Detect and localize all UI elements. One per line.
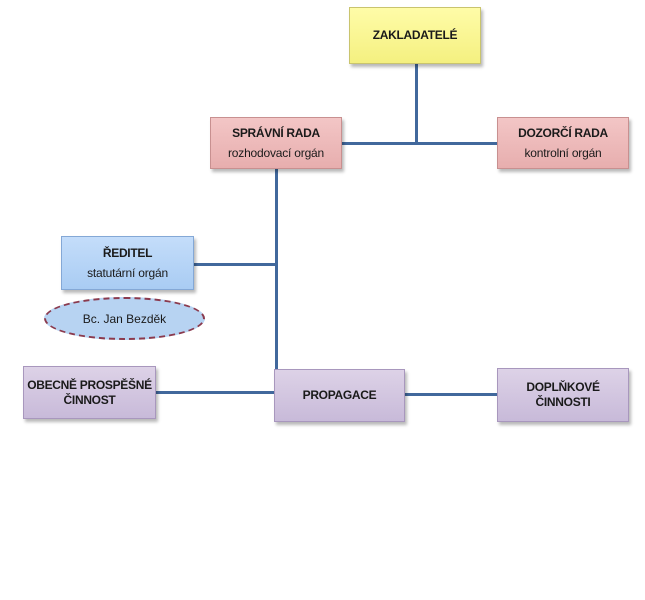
connector-reditel	[194, 263, 277, 266]
node-obecne-line2: ČINNOST	[63, 392, 116, 407]
node-doplnkove-line2: ČINNOSTI	[535, 395, 591, 409]
connector-obecne	[156, 391, 276, 394]
node-reditel: ŘEDITEL statutární orgán	[61, 236, 194, 290]
node-propagace-title: PROPAGACE	[302, 388, 377, 402]
node-zakladatele-title: ZAKLADATELÉ	[372, 28, 458, 42]
node-dozorci-rada-title: DOZORČÍ RADA	[518, 125, 608, 140]
node-reditel-title: ŘEDITEL	[102, 245, 153, 260]
node-propagace: PROPAGACE	[274, 369, 405, 422]
connector-spravni-down	[275, 169, 278, 369]
node-doplnkove: DOPLŇKOVÉ ČINNOSTI	[497, 368, 629, 422]
node-obecne-prospesne: OBECNĚ PROSPĚŠNÉ ČINNOST	[23, 366, 156, 419]
connector-doplnkove	[405, 393, 498, 396]
node-zakladatele: ZAKLADATELÉ	[349, 7, 481, 64]
node-reditel-subtitle: statutární orgán	[87, 265, 168, 280]
node-spravni-rada: SPRÁVNÍ RADA rozhodovací orgán	[210, 117, 342, 169]
node-obecne-line1: OBECNĚ PROSPĚŠNÉ	[27, 377, 152, 392]
node-spravni-rada-subtitle: rozhodovací orgán	[228, 145, 324, 160]
node-dozorci-rada: DOZORČÍ RADA kontrolní orgán	[497, 117, 629, 169]
node-spravni-rada-title: SPRÁVNÍ RADA	[232, 125, 320, 140]
connector-zakladatele-down	[415, 64, 418, 144]
connector-rada-horizontal	[342, 142, 498, 145]
node-reditel-person: Bc. Jan Bezděk	[44, 297, 205, 340]
node-dozorci-rada-subtitle: kontrolní orgán	[524, 145, 602, 160]
node-reditel-person-name: Bc. Jan Bezděk	[82, 311, 167, 326]
node-doplnkove-line1: DOPLŇKOVÉ	[526, 380, 600, 394]
